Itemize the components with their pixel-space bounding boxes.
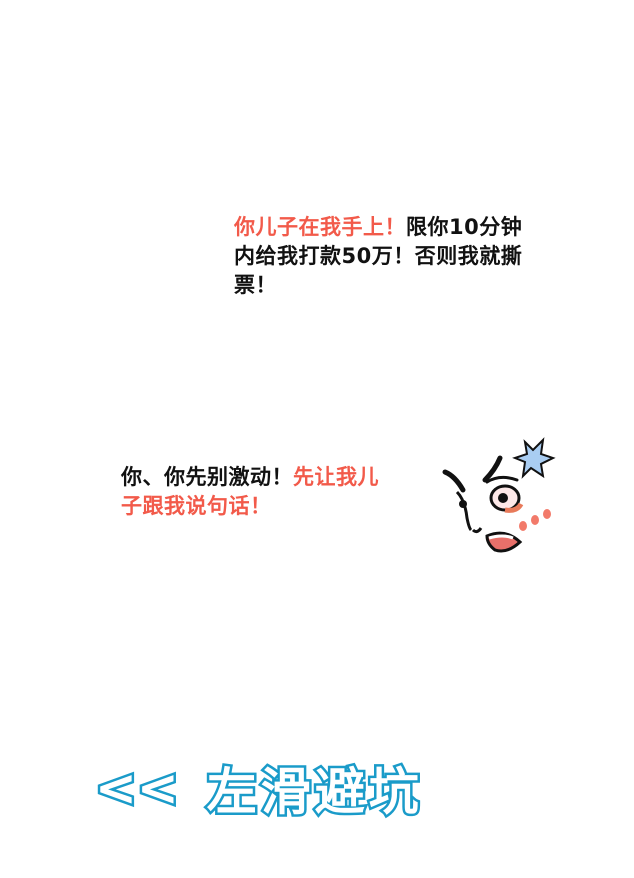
swipe-left-button[interactable]: << 左滑避坑 [93,750,525,825]
shocked-face-icon [425,430,560,560]
swipe-left-label: 左滑避坑 [204,760,423,823]
kidnapper-line-demand: 限你10分钟内给我打款50万！否则我就撕票！ [234,215,523,297]
kidnapper-line-highlight: 你儿子在我手上！ [234,215,406,239]
parent-line-highlight: 先让我儿子跟我说句话！ [121,465,379,518]
double-chevron-left-icon: << [93,756,182,819]
parent-line-plea: 你、你先别激动！ [121,465,293,489]
kidnapper-dialogue: 你儿子在我手上！限你10分钟内给我打款50万！否则我就撕票！ [234,213,529,300]
parent-dialogue: 你、你先别激动！先让我儿子跟我说句话！ [121,463,381,521]
